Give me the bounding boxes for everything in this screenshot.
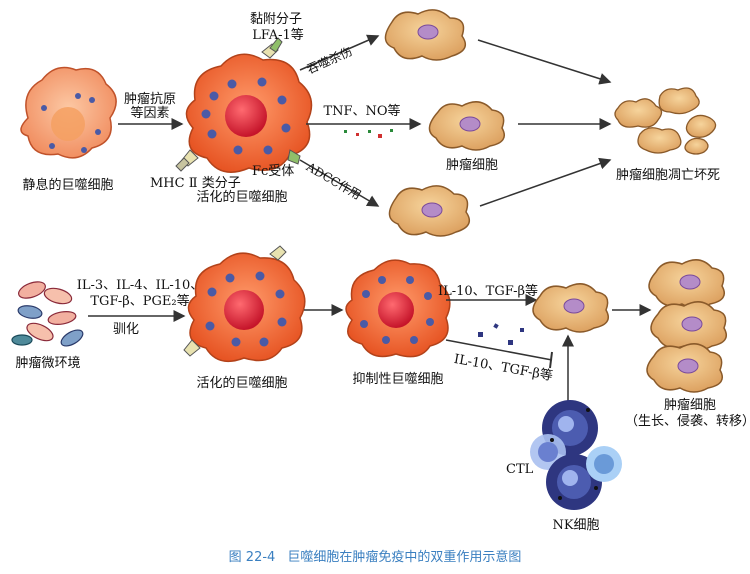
label-activated-macrophage-bottom: 活化的巨噬细胞	[196, 376, 288, 391]
necrotic-tumor-fragments	[614, 87, 717, 155]
resting-macrophage	[20, 66, 117, 159]
tumor-cell-top-1	[384, 9, 467, 61]
tumor-cell-top-2	[428, 101, 505, 151]
figure-title: 巨噬细胞在肿瘤免疫中的双重作用示意图	[287, 550, 522, 565]
label-domesticate: 驯化	[112, 322, 140, 337]
label-tumor-cell-mid: 肿瘤细胞	[445, 158, 499, 173]
label-adhesion-molecule: 黏附分子	[249, 12, 303, 27]
tumor-cell-top-3	[388, 185, 471, 237]
nk-cell	[546, 408, 622, 510]
tumor-cell-right	[532, 283, 609, 333]
label-mhc2: MHC Ⅱ 类分子	[150, 176, 241, 191]
activated-macrophage-top	[175, 37, 313, 173]
suppressive-macrophage	[345, 259, 451, 358]
label-tnf-no: TNF、NO等	[323, 104, 401, 119]
label-lfa1: LFA-1等	[252, 28, 304, 43]
label-resting-macrophage: 静息的巨噬细胞	[22, 178, 114, 193]
cytokine-particles-bottom	[478, 323, 524, 345]
figure-number: 图 22-4	[228, 550, 276, 565]
label-tumor-behaviors: （生长、侵袭、转移）	[624, 414, 750, 429]
label-activated-macrophage-top: 活化的巨噬细胞	[196, 190, 288, 205]
label-ctl: CTL	[506, 462, 534, 477]
label-cytokines-2: TGF-β、PGE₂等	[90, 294, 190, 309]
label-nk-cell: NK细胞	[552, 518, 600, 533]
label-cytokines-1: IL-3、IL-4、IL-10、	[76, 278, 204, 293]
tumor-cells-proliferating	[646, 259, 727, 393]
label-suppressive-macrophage: 抑制性巨噬细胞	[352, 372, 444, 387]
label-tumor-necrosis: 肿瘤细胞凋亡坏死	[615, 168, 721, 183]
label-tumor-microenvironment: 肿瘤微环境	[15, 356, 81, 371]
figure-caption: 图 22-4 巨噬细胞在肿瘤免疫中的双重作用示意图	[0, 546, 750, 565]
label-il10-tgf-top: IL-10、TGF-β等	[437, 284, 539, 299]
label-fc-receptor: Fc受体	[252, 164, 295, 179]
activated-macrophage-bottom	[183, 245, 306, 363]
tumor-microenvironment	[11, 281, 84, 347]
cytokine-particles-top	[344, 129, 393, 138]
label-tumor-antigen-factors: 等因素	[130, 106, 170, 121]
label-tumor-antigen: 肿瘤抗原	[123, 92, 177, 107]
label-tumor-cell-right: 肿瘤细胞	[663, 398, 717, 413]
